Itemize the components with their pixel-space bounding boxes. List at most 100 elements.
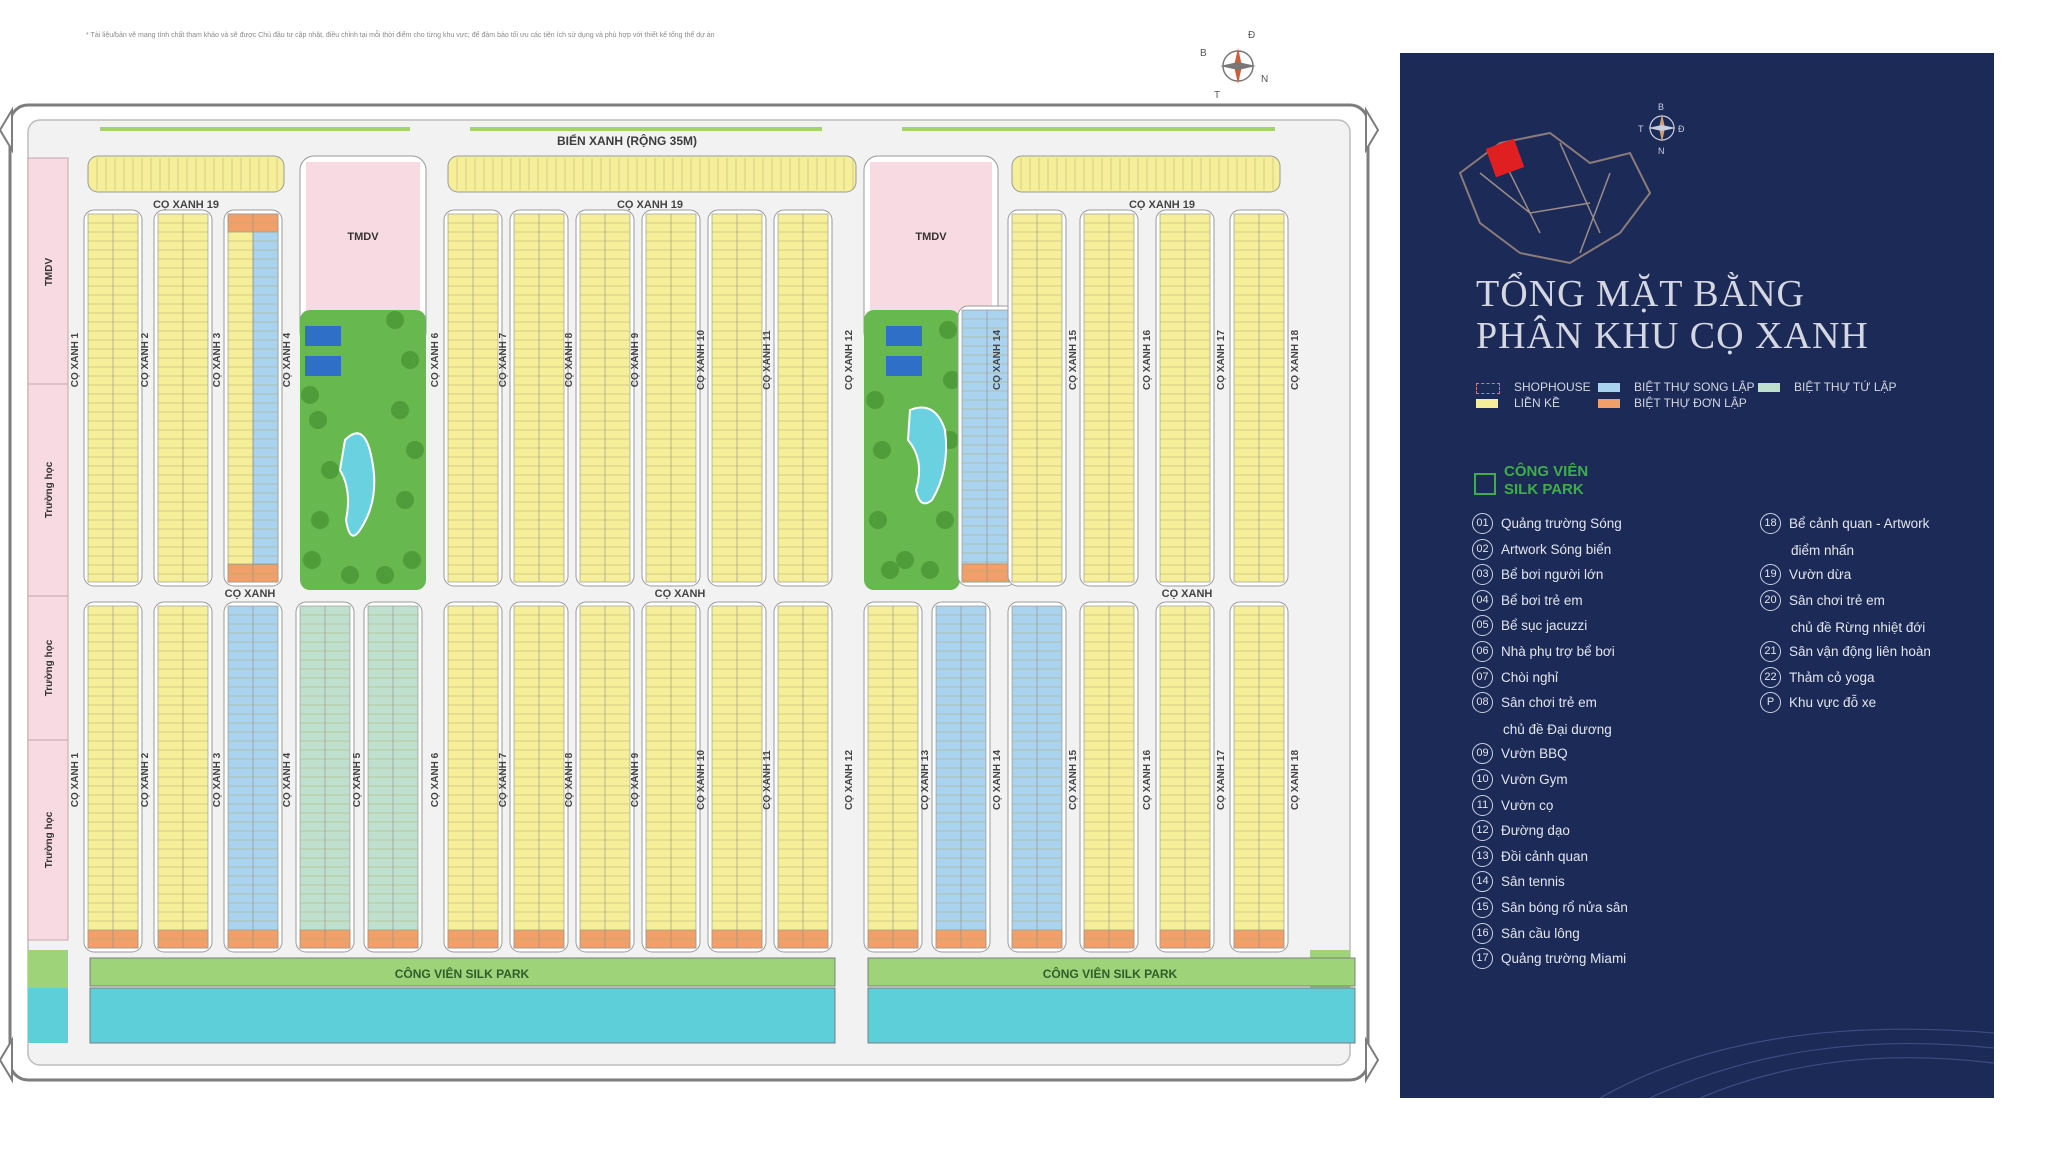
- amenity-label: Vườn cọ: [1501, 797, 1554, 813]
- legend-shophouse: SHOPHOUSE: [1514, 380, 1591, 394]
- zone-school-2: [27, 595, 69, 741]
- street-column-label: CỌ XANH 15: [1068, 330, 1079, 390]
- street-column-label: CỌ XANH 15: [1068, 750, 1079, 810]
- amenity-number-icon: 12: [1472, 820, 1493, 842]
- legend-lien-ke: LIỀN KỀ: [1514, 396, 1561, 410]
- panel-title: TỔNG MẶT BẰNG PHÂN KHU CỌ XANH: [1476, 273, 1869, 357]
- tmdv-label-right: TMDV: [915, 231, 947, 243]
- street-column-label: CỌ XANH 4: [282, 752, 293, 807]
- tree-12: [341, 566, 359, 584]
- street-column-label: CỌ XANH 14: [992, 330, 1003, 390]
- tree-22: [896, 551, 914, 569]
- amenity-number-icon: 15: [1472, 897, 1493, 918]
- amenity-number-icon: 05: [1472, 615, 1493, 637]
- amenity-label-cont: điểm nhấn: [1791, 543, 1855, 558]
- top-dividers-12: [1160, 214, 1210, 582]
- minimap-compass: B T Đ N: [1638, 102, 1685, 156]
- tree-6: [401, 351, 419, 369]
- tree-5: [386, 311, 404, 329]
- street-column-label: CỌ XANH 17: [1216, 750, 1227, 810]
- bottom-dividers-15: [1160, 606, 1210, 948]
- amenity-number-icon: 20: [1760, 589, 1781, 611]
- panel-title-line1: TỔNG MẶT BẰNG: [1476, 273, 1805, 315]
- compass-east: N: [1261, 74, 1268, 85]
- street-column-label: CỌ XANH 2: [140, 332, 151, 387]
- sea-label: BIỂN XANH (RỘNG 35M): [557, 133, 697, 148]
- pool-left: [338, 432, 376, 537]
- amenity-item: 17 Quảng trường Miami: [1472, 948, 1627, 970]
- lake-left: [89, 987, 836, 1044]
- tree-11: [376, 566, 394, 584]
- street-column-label: CỌ XANH 11: [762, 330, 773, 390]
- amenity-label-cont: chủ đề Rừng nhiệt đới: [1791, 619, 1926, 635]
- minimap-north: B: [1658, 102, 1664, 112]
- park-legend-label: CÔNG VIÊN SILK PARK: [1504, 463, 1588, 499]
- amenity-label: Đồi cảnh quan: [1501, 848, 1589, 864]
- amenity-item: 02 Artwork Sóng biển: [1472, 538, 1612, 560]
- top-dividers-1: [158, 214, 208, 582]
- street-column-label: CỌ XANH 3: [212, 332, 223, 387]
- tree-18: [943, 371, 961, 389]
- song-lap-swatch: [1598, 383, 1620, 392]
- minimap: [1458, 131, 1652, 265]
- amenity-label: Quảng trường Sóng: [1501, 516, 1622, 531]
- park-legend-line2: SILK PARK: [1504, 481, 1584, 498]
- amenity-number-icon: 17: [1472, 948, 1493, 970]
- tree-8: [406, 441, 424, 459]
- street-label-top-left: CỌ XANH 19: [153, 199, 219, 211]
- minimap-south: N: [1658, 146, 1665, 156]
- tennis-court-left-2: [305, 356, 341, 376]
- amenity-number-icon: 03: [1472, 564, 1493, 586]
- tennis-court-left-1: [305, 326, 341, 346]
- amenity-label: Sân chơi trẻ em: [1501, 695, 1597, 711]
- amenity-label: Bể cảnh quan - Artwork: [1789, 516, 1930, 531]
- west-arrow-bottom: [0, 1036, 13, 1084]
- panel-decor: B T Đ N: [1458, 102, 1994, 1098]
- amenity-number-icon: 14: [1472, 871, 1493, 893]
- compass-west: B: [1200, 48, 1207, 59]
- east-arrow-top: [1365, 106, 1380, 154]
- amenity-label: Artwork Sóng biển: [1501, 541, 1612, 557]
- street-column-label: CỌ XANH 12: [844, 750, 855, 810]
- top-dividers-2: [228, 214, 278, 582]
- side-label-school-3: Trường học: [44, 811, 55, 868]
- amenity-label: Nhà phụ trợ bể bơi: [1501, 644, 1615, 659]
- map-compass: Đ B N T: [1200, 30, 1268, 101]
- amenity-item: 03 Bể bơi người lớn: [1472, 564, 1604, 586]
- amenity-number-icon: 02: [1472, 538, 1493, 560]
- bottom-dividers-13: [1012, 606, 1062, 948]
- street-column-label: CỌ XANH 14: [992, 750, 1003, 810]
- lien-ke-swatch: [1476, 399, 1498, 408]
- amenity-item: 05 Bể sục jacuzzi: [1472, 615, 1588, 637]
- amenity-label: Bể bơi người lớn: [1501, 567, 1604, 583]
- bottom-dividers-10: [778, 606, 828, 948]
- top-dividers-4: [514, 214, 564, 582]
- park-legend-line1: CÔNG VIÊN: [1504, 463, 1589, 480]
- bottom-dividers-2: [228, 606, 278, 948]
- amenity-label: Khu vực đỗ xe: [1789, 695, 1877, 711]
- amenity-label: Bể sục jacuzzi: [1501, 618, 1588, 634]
- amenity-number-icon: 11: [1472, 794, 1493, 816]
- tree-13: [866, 391, 884, 409]
- bottom-dividers-4: [368, 606, 418, 948]
- lake-right: [867, 987, 1356, 1044]
- amenity-label: Sân cầu lông: [1501, 925, 1580, 941]
- street-column-label: CỌ XANH 7: [498, 332, 509, 387]
- street-label-top-right: CỌ XANH 19: [1129, 199, 1195, 211]
- street-label-top-mid: CỌ XANH 19: [617, 199, 683, 211]
- side-label-tmdv: TMDV: [44, 258, 55, 287]
- amenity-label: Quảng trường Miami: [1501, 951, 1627, 967]
- amenity-label: Thảm cỏ yoga: [1789, 669, 1875, 685]
- compass-north: Đ: [1248, 30, 1255, 41]
- bottom-dividers-0: [88, 606, 138, 948]
- tree-21: [921, 561, 939, 579]
